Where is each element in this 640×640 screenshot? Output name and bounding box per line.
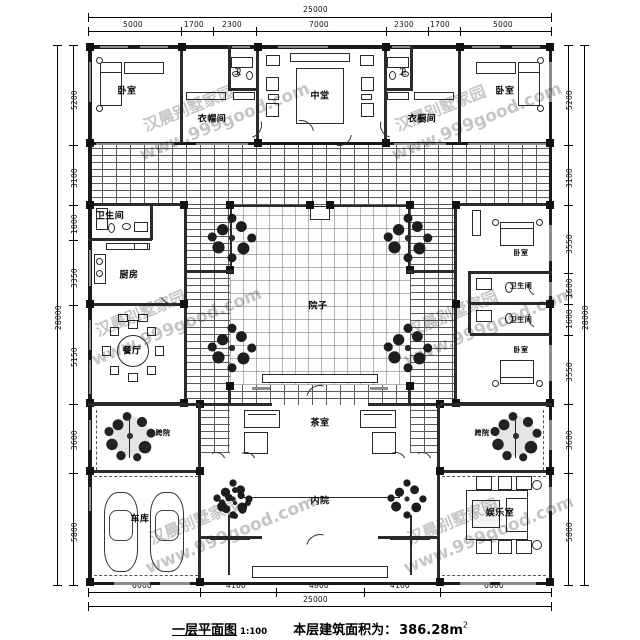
dim-top-1: 1700 — [184, 20, 204, 29]
dim-bottom-0: 6000 — [132, 581, 152, 590]
dim-right-7: 5800 — [565, 522, 574, 542]
dim-left-1: 3100 — [70, 168, 79, 188]
courtyard-paving — [230, 205, 410, 385]
room-label-garage: 车库 — [130, 514, 150, 525]
toilet-left-fixture — [108, 223, 115, 233]
tree-side-yard-right — [486, 408, 546, 464]
dim-bottom-3: 4100 — [390, 581, 410, 590]
dim-right-4: 1600 — [565, 309, 574, 329]
room-label-cloakroom-left: 衣帽间 — [197, 114, 227, 125]
wardrobe-top-left — [124, 62, 164, 74]
hall-console — [290, 53, 350, 62]
sink-left — [122, 223, 131, 230]
dim-right-0: 5200 — [565, 90, 574, 110]
dim-top-6: 5000 — [493, 20, 513, 29]
kitchen-counter-top — [106, 243, 150, 250]
room-label-side-yard-left: 跨院 — [155, 429, 171, 437]
dim-top-4: 2300 — [394, 20, 414, 29]
dim-overall-width-bottom: 25000 — [303, 595, 328, 604]
sofa-tea-left — [244, 410, 280, 428]
dim-bottom-1: 4100 — [226, 581, 246, 590]
dim-bottom-4: 6000 — [484, 581, 504, 590]
car-1 — [104, 492, 138, 572]
dim-top-3: 7000 — [309, 20, 329, 29]
room-label-toilet-top-left: 卫 — [234, 68, 242, 76]
dim-left-5: 3600 — [70, 430, 79, 450]
area-label: 本层建筑面积为： — [293, 623, 398, 638]
room-label-main-hall: 中堂 — [310, 91, 330, 102]
room-label-bedroom-top-right: 卧室 — [495, 86, 515, 97]
tree-side-yard-left — [100, 408, 160, 464]
dim-top-5: 1700 — [430, 20, 450, 29]
hall-table — [296, 68, 344, 124]
dim-right-5: 3550 — [565, 362, 574, 382]
dim-right-6: 3600 — [565, 430, 574, 450]
paving-north — [88, 145, 552, 205]
room-label-inner-courtyard: 内院 — [310, 496, 330, 507]
dim-overall-width-top: 25000 — [303, 5, 328, 14]
dining-table — [117, 335, 149, 367]
shrub-courtyard-ne — [382, 212, 434, 264]
room-label-dining-room: 餐厅 — [122, 346, 142, 357]
dim-top-2: 2300 — [222, 20, 242, 29]
drawing-scale: 1:100 — [240, 627, 268, 637]
room-label-tea-room: 茶室 — [310, 418, 330, 429]
shrub-courtyard-se — [382, 322, 434, 374]
sofa-tea-right — [360, 410, 396, 428]
room-label-bathroom-right-upper: 卫生间 — [509, 282, 533, 290]
dim-left-0: 5200 — [70, 90, 79, 110]
shrub-courtyard-nw — [206, 212, 258, 264]
dim-left-6: 5800 — [70, 522, 79, 542]
dim-left-2: 1800 — [70, 214, 79, 234]
room-label-bedroom-right-upper: 卧室 — [513, 249, 529, 257]
dim-overall-height-left: 28000 — [54, 305, 63, 330]
dim-left-4: 5150 — [70, 347, 79, 367]
room-label-kitchen: 厨房 — [119, 270, 139, 281]
dim-left-3: 3350 — [70, 268, 79, 288]
dim-right-1: 3100 — [565, 168, 574, 188]
room-label-bedroom-top-left: 卧室 — [117, 86, 137, 97]
room-label-bathroom-left: 卫生间 — [95, 211, 125, 222]
room-label-entertainment-room: 娱乐室 — [485, 508, 515, 519]
dim-right-2: 3550 — [565, 234, 574, 254]
area-unit-exponent: 2 — [462, 620, 468, 630]
area-unit: m — [449, 623, 463, 638]
drawing-title: 一层平面图 — [172, 623, 238, 638]
bathtub-left — [96, 208, 108, 230]
room-label-courtyard: 院子 — [308, 301, 328, 312]
wardrobe-top-right — [476, 62, 516, 74]
dim-top-0: 5000 — [123, 20, 143, 29]
shrub-garage-side — [218, 486, 252, 520]
room-label-cloakroom-right: 衣橱间 — [407, 114, 437, 125]
room-label-bedroom-right-lower: 卧室 — [513, 346, 529, 354]
toilet-top-left-fixture — [246, 71, 253, 80]
car-2 — [150, 492, 184, 572]
dim-overall-height-right: 28000 — [581, 305, 590, 330]
room-label-toilet-top-right: 卫 — [399, 68, 407, 76]
dim-right-3: 1600 — [565, 278, 574, 298]
shrub-courtyard-sw — [206, 322, 258, 374]
room-label-side-yard-right: 跨院 — [474, 429, 490, 437]
room-label-bathroom-right-lower: 卫生间 — [509, 316, 533, 324]
dim-bottom-2: 4800 — [309, 581, 329, 590]
bathtub-top-left — [231, 57, 253, 68]
area-value: 386.28 — [399, 623, 450, 638]
shrub-inner-right — [386, 478, 428, 520]
